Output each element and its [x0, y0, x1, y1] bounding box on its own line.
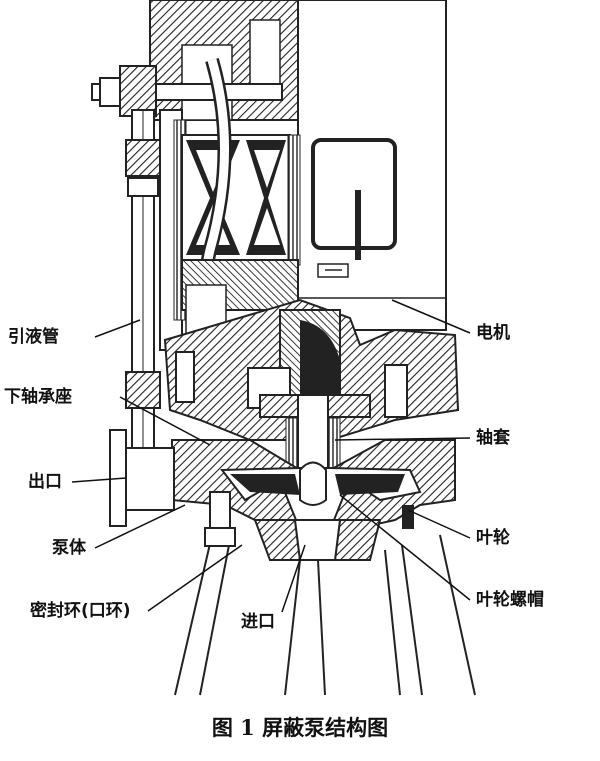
figure-caption: 图 1 屏蔽泵结构图 [211, 715, 389, 740]
seal-ring [209, 491, 231, 533]
label-shaft-sleeve: 轴套 [476, 428, 510, 448]
label-outlet: 出口 [28, 472, 62, 492]
label-impeller-nut: 叶轮螺帽 [476, 590, 544, 610]
label-pump-body: 泵体 [52, 538, 86, 558]
label-inlet: 进口 [241, 612, 275, 632]
label-impeller: 叶轮 [476, 528, 510, 548]
label-lower-bearing-seat: 下轴承座 [4, 387, 72, 407]
label-feed-pipe: 引液管 [8, 327, 59, 347]
motor-window [311, 138, 397, 250]
impeller-nut [299, 461, 327, 506]
support-legs [174, 534, 476, 696]
label-seal-ring: 密封环(口环) [30, 601, 131, 621]
leader-lines [71, 299, 471, 613]
label-motor: 电机 [476, 323, 510, 343]
feed-pipe [125, 109, 161, 451]
